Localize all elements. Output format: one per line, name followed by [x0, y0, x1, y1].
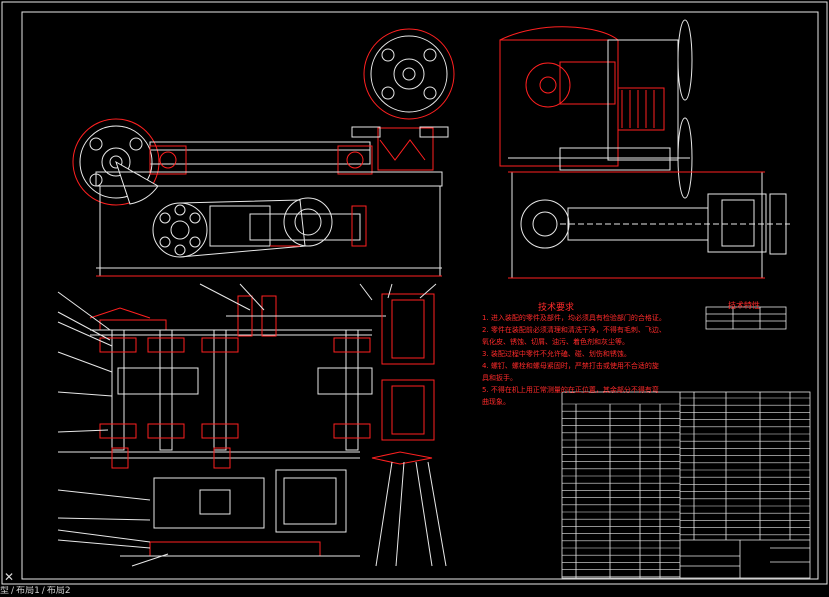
tab-model[interactable]: 型 [0, 586, 10, 596]
technical-requirement-line: 5. 不得在机上用正常测量的在正位置，其余部分不得有弯 [482, 386, 659, 394]
technical-requirement-line: 曲现象。 [482, 398, 510, 406]
technical-requirements-title: 技术要求 [538, 303, 575, 313]
plan-view [57, 283, 447, 567]
outer-frame [1, 1, 828, 585]
front-view [72, 28, 455, 277]
technical-requirements-text: 1. 进入装配的零件及部件，均必须具有检验部门的合格证。 2. 零件在装配前必须清… [482, 312, 692, 408]
inner-frame [21, 11, 819, 580]
technical-requirement-line: 具和扳手。 [482, 374, 517, 382]
tab-separator: ∕ [11, 586, 15, 596]
tab-separator: ∕ [41, 586, 45, 596]
side-view [499, 19, 790, 279]
layout-tab-bar: 型∕布局1∕布局2 [0, 586, 829, 597]
technical-requirement-line: 4. 螺钉、螺栓和螺母紧固时，严禁打击或使用不合适的旋 [482, 362, 659, 370]
technical-requirement-line: 3. 装配过程中零件不允许磕、碰、划伤和锈蚀。 [482, 350, 631, 358]
spec-table [705, 306, 787, 330]
parts-list [561, 391, 811, 579]
technical-requirement-line: 氧化皮、锈蚀、切屑、油污、着色剂和灰尘等。 [482, 338, 629, 346]
parts-list-rows [562, 397, 810, 578]
ucs-axis-icon: ✕ [4, 570, 15, 584]
tab-layout-2[interactable]: 布局2 [46, 586, 71, 596]
technical-specs-title: 技术特性 [728, 301, 760, 310]
technical-requirement-line: 1. 进入装配的零件及部件，均必须具有检验部门的合格证。 [482, 314, 666, 322]
tab-layout-1[interactable]: 布局1 [16, 586, 40, 596]
technical-requirement-line: 2. 零件在装配前必须清理和清洗干净，不得有毛刺、飞边、 [482, 326, 666, 334]
